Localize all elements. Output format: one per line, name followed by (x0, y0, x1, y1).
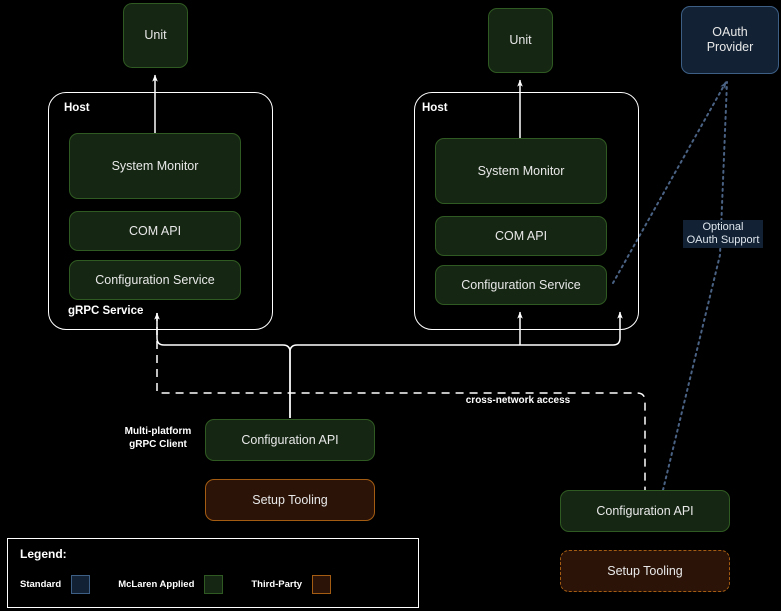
node-system-monitor-right-label: System Monitor (477, 163, 565, 178)
node-unit-left[interactable]: Unit (123, 3, 188, 68)
node-system-monitor-left-label: System Monitor (111, 158, 199, 173)
label-optional-oauth-support: Optional OAuth Support (683, 220, 763, 248)
legend-swatch-third-party-icon (312, 574, 332, 594)
legend-label-standard: Standard (20, 578, 62, 590)
label-multiplatform-grpc-client: Multi-platform gRPC Client (124, 426, 192, 450)
legend-entry-third-party: Third-Party (251, 574, 332, 594)
label-cross-network-access: cross-network access (465, 395, 571, 406)
legend-label-third-party: Third-Party (251, 578, 303, 590)
node-system-monitor-left[interactable]: System Monitor (69, 133, 241, 199)
legend-entry-mclaren-applied: McLaren Applied (118, 574, 224, 594)
node-com-api-left-label: COM API (128, 223, 182, 238)
node-setup-tooling-right[interactable]: Setup Tooling (560, 550, 730, 592)
node-unit-right-label: Unit (509, 33, 532, 47)
legend-label-mclaren-applied: McLaren Applied (118, 578, 195, 590)
node-configuration-service-right[interactable]: Configuration Service (435, 265, 607, 305)
wire-config-api-right-to-oauth-provider (662, 81, 728, 491)
node-configuration-api-right-label: Configuration API (596, 503, 694, 518)
node-configuration-service-left[interactable]: Configuration Service (69, 260, 241, 300)
legend: Legend: Standard McLaren Applied Third-P… (7, 538, 419, 608)
node-configuration-service-right-label: Configuration Service (461, 277, 581, 292)
node-unit-left-label: Unit (144, 28, 167, 42)
node-com-api-left[interactable]: COM API (69, 211, 241, 251)
legend-swatch-mclaren-applied-icon (204, 574, 224, 594)
node-com-api-right[interactable]: COM API (435, 216, 607, 256)
node-setup-tooling-left-label: Setup Tooling (252, 492, 328, 507)
node-configuration-api-right[interactable]: Configuration API (560, 490, 730, 532)
legend-swatch-standard-icon (71, 574, 91, 594)
node-oauth-provider[interactable]: OAuth Provider (681, 6, 779, 74)
container-host-left-label: Host (64, 102, 90, 114)
node-system-monitor-right[interactable]: System Monitor (435, 138, 607, 204)
node-configuration-api-left-label: Configuration API (241, 432, 339, 447)
node-unit-right[interactable]: Unit (488, 8, 553, 73)
node-setup-tooling-right-label: Setup Tooling (607, 563, 683, 578)
legend-entries: Standard McLaren Applied Third-Party (20, 573, 408, 595)
node-setup-tooling-left[interactable]: Setup Tooling (205, 479, 375, 521)
legend-title: Legend: (20, 547, 67, 561)
node-configuration-service-left-label: Configuration Service (95, 272, 215, 287)
node-oauth-provider-label: OAuth Provider (706, 25, 754, 54)
node-com-api-right-label: COM API (494, 228, 548, 243)
container-host-right-label: Host (422, 102, 448, 114)
legend-entry-standard: Standard (20, 574, 91, 594)
node-configuration-api-left[interactable]: Configuration API (205, 419, 375, 461)
container-host-left-sublabel: gRPC Service (68, 305, 144, 317)
